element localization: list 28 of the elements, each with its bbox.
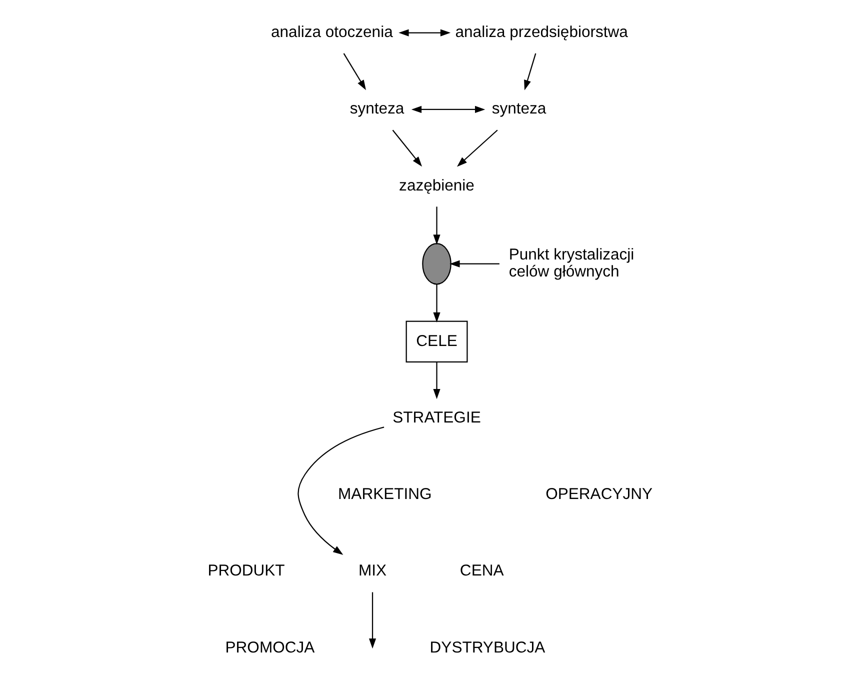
arrow xyxy=(342,53,366,90)
node-text: Punkt krystalizacji celów głównych xyxy=(508,246,634,280)
arrow xyxy=(432,206,440,245)
node-text: synteza xyxy=(349,100,404,118)
label: CENA xyxy=(459,562,504,580)
label: PROMOCJA xyxy=(224,639,314,656)
arrow xyxy=(368,592,376,649)
node-text: analiza otoczenia xyxy=(270,24,392,41)
label: PRODUKT xyxy=(207,562,284,580)
arrow xyxy=(456,130,498,167)
node-text: zazębienie xyxy=(398,177,474,194)
label: DYSTRYBUCJA xyxy=(429,639,545,656)
arrow xyxy=(297,426,384,555)
label: MARKETING xyxy=(338,486,432,504)
arrow xyxy=(432,362,440,400)
node-text: synteza xyxy=(491,100,546,118)
node-ellipse xyxy=(422,243,451,285)
node-text: MIX xyxy=(358,562,386,580)
label: OPERACYJNY xyxy=(545,486,652,504)
arrow xyxy=(524,53,536,90)
node-text: STRATEGIE xyxy=(392,409,480,426)
arrow xyxy=(398,29,450,36)
arrow xyxy=(392,130,422,167)
node-box: CELE xyxy=(405,320,468,362)
arrow xyxy=(410,106,485,113)
arrow xyxy=(432,284,440,323)
arrow xyxy=(449,260,499,268)
node-text: analiza przedsiębiorstwa xyxy=(454,24,628,41)
